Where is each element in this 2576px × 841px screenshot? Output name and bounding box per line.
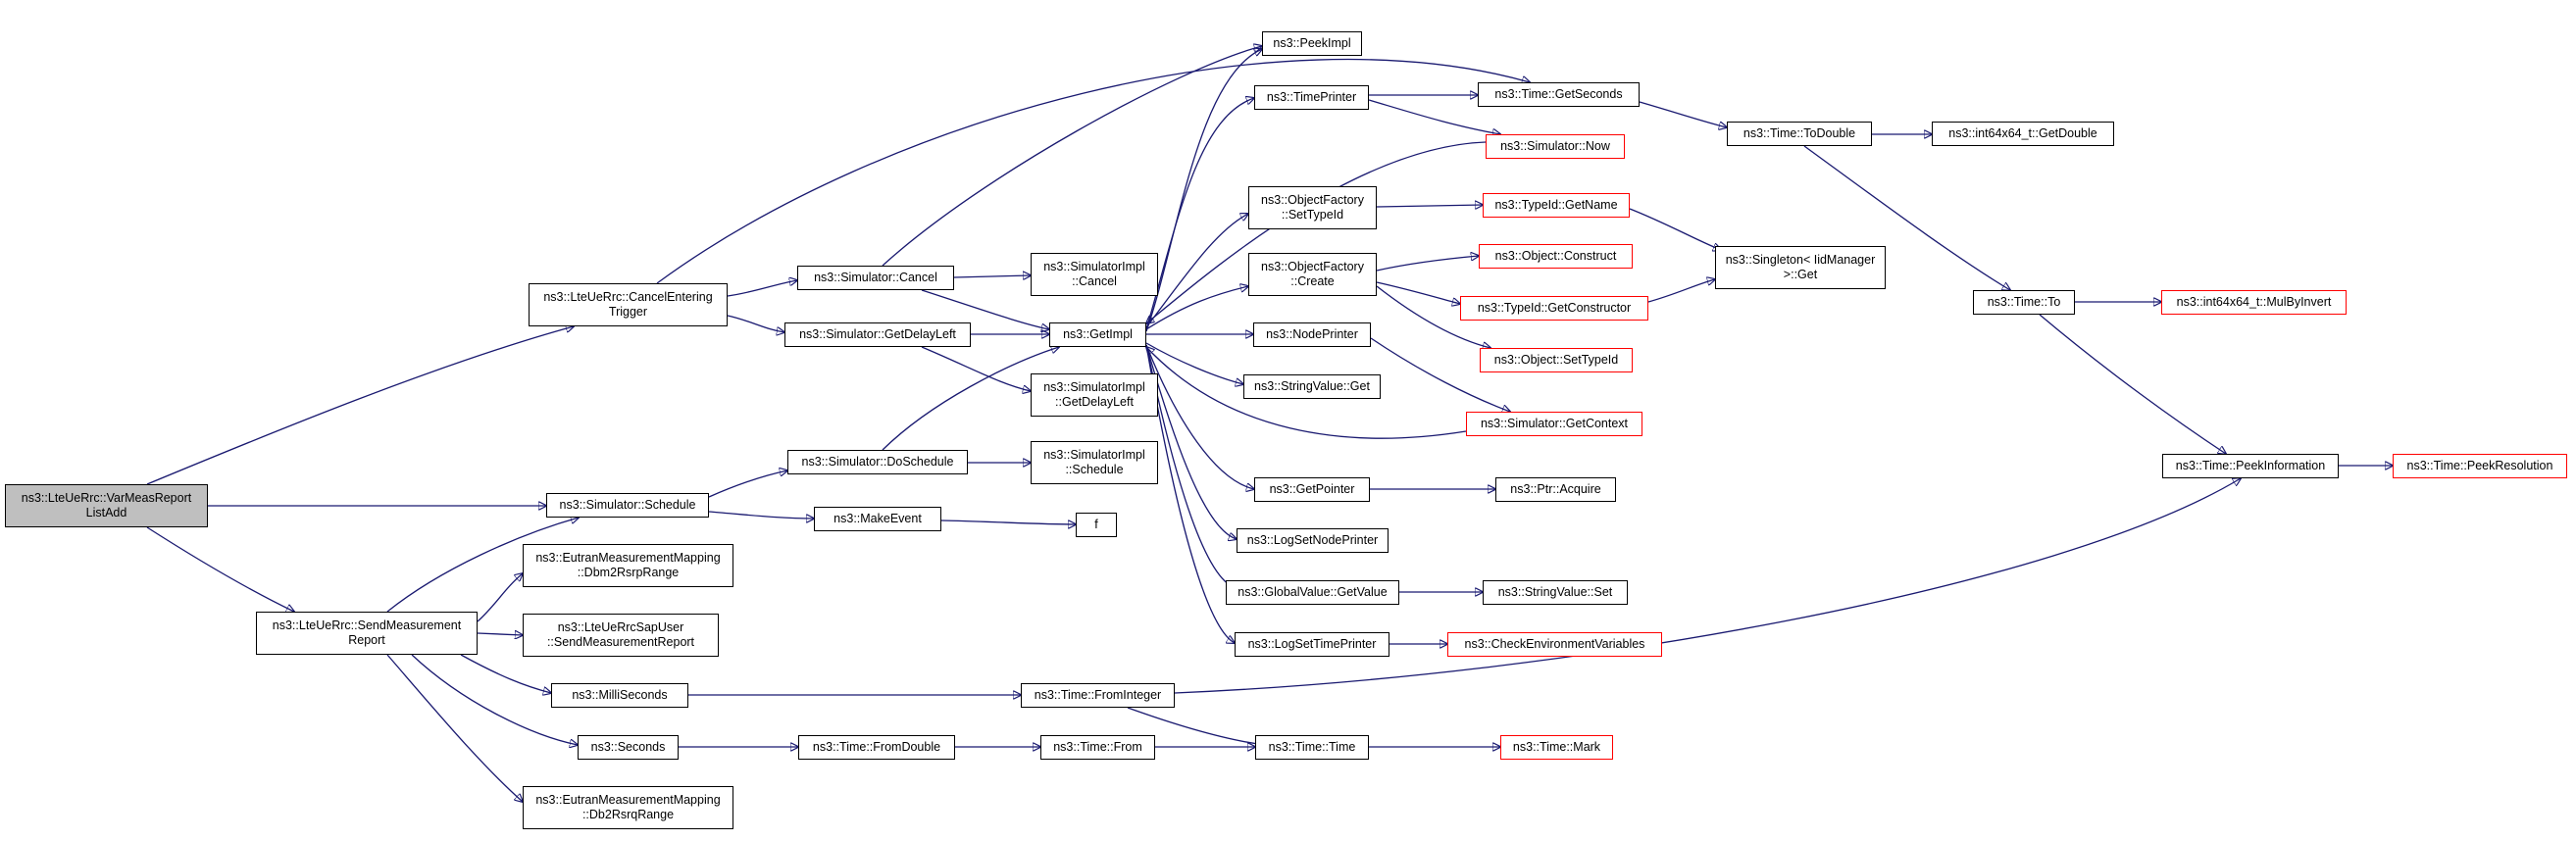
edge-getimpl-peekimpl — [1145, 49, 1262, 332]
node-int64x64-mulbyinvert[interactable]: ns3::int64x64_t::MulByInvert — [2161, 290, 2347, 315]
edge-send-sapsend — [477, 633, 523, 635]
node-stringvalue-get[interactable]: ns3::StringValue::Get — [1243, 374, 1381, 399]
edge-getname-singleton — [1629, 208, 1721, 250]
edge-makeevent-f — [940, 519, 1076, 524]
node-time-peekresolution[interactable]: ns3::Time::PeekResolution — [2393, 454, 2567, 478]
node-root-varmeasreportlistadd: ns3::LteUeRrc::VarMeasReport ListAdd — [5, 484, 208, 527]
node-logsettimeprinter[interactable]: ns3::LogSetTimePrinter — [1235, 632, 1389, 657]
node-simulatorimpl-getdelayleft[interactable]: ns3::SimulatorImpl ::GetDelayLeft — [1031, 373, 1158, 417]
node-time-todouble[interactable]: ns3::Time::ToDouble — [1727, 122, 1872, 146]
edge-cancel-getseconds — [656, 58, 1530, 284]
edge-cancel-simcancel — [727, 280, 797, 297]
edge-send-db2rsrq — [386, 654, 523, 802]
node-simulatorimpl-schedule[interactable]: ns3::SimulatorImpl ::Schedule — [1031, 441, 1158, 484]
edge-ofsettypeid-getname — [1376, 205, 1483, 207]
node-object-construct[interactable]: ns3::Object::Construct — [1479, 244, 1633, 269]
node-time-frominteger[interactable]: ns3::Time::FromInteger — [1021, 683, 1175, 708]
edge-timeto-peekinfo — [2039, 314, 2226, 454]
edge-ofcreate-objsettypeid — [1376, 285, 1490, 348]
node-ptr-acquire[interactable]: ns3::Ptr::Acquire — [1495, 477, 1616, 502]
edge-send-milli — [460, 654, 551, 693]
node-time-from[interactable]: ns3::Time::From — [1040, 735, 1155, 760]
edge-getimpl-ofsettypeid — [1145, 214, 1248, 328]
edge-schedule-makeevent — [708, 511, 814, 519]
node-objectfactory-settypeid[interactable]: ns3::ObjectFactory ::SetTypeId — [1248, 186, 1377, 229]
edge-simcancel-getimpl — [921, 289, 1049, 329]
node-peekimpl[interactable]: ns3::PeekImpl — [1262, 31, 1362, 56]
node-nodeprinter[interactable]: ns3::NodePrinter — [1253, 322, 1371, 347]
node-time-to[interactable]: ns3::Time::To — [1973, 290, 2075, 315]
edge-simcancel-implcancel — [953, 275, 1031, 277]
edge-todouble-timeto — [1803, 145, 2010, 290]
node-object-settypeid[interactable]: ns3::Object::SetTypeId — [1480, 348, 1633, 372]
node-checkenvironmentvariables[interactable]: ns3::CheckEnvironmentVariables — [1447, 632, 1662, 657]
node-simulator-getcontext[interactable]: ns3::Simulator::GetContext — [1466, 412, 1642, 436]
edge-ofcreate-getconstructor — [1376, 281, 1460, 304]
node-globalvalue-getvalue[interactable]: ns3::GlobalValue::GetValue — [1226, 580, 1399, 605]
edge-ofcreate-construct — [1376, 256, 1479, 272]
edge-send-seconds — [411, 654, 578, 745]
node-time-time[interactable]: ns3::Time::Time — [1255, 735, 1369, 760]
node-milliseconds[interactable]: ns3::MilliSeconds — [551, 683, 688, 708]
node-simulator-cancel[interactable]: ns3::Simulator::Cancel — [797, 266, 954, 290]
node-time-peekinformation[interactable]: ns3::Time::PeekInformation — [2162, 454, 2339, 478]
edge-timeprinter-now — [1368, 99, 1500, 134]
edge-root — [146, 526, 294, 612]
node-time-mark[interactable]: ns3::Time::Mark — [1500, 735, 1613, 760]
node-singleton-get[interactable]: ns3::Singleton< IidManager >::Get — [1715, 246, 1886, 289]
node-typeid-getname[interactable]: ns3::TypeId::GetName — [1483, 193, 1630, 218]
node-int64x64-getdouble[interactable]: ns3::int64x64_t::GetDouble — [1932, 122, 2114, 146]
edge-getimpl-getpointer — [1145, 344, 1254, 489]
node-simulator-getdelayleft[interactable]: ns3::Simulator::GetDelayLeft — [784, 322, 971, 347]
node-stringvalue-set[interactable]: ns3::StringValue::Set — [1483, 580, 1628, 605]
node-simulator-now[interactable]: ns3::Simulator::Now — [1486, 134, 1625, 159]
node-simulator-doschedule[interactable]: ns3::Simulator::DoSchedule — [787, 450, 968, 474]
edge-getconstructor-singleton — [1647, 279, 1715, 303]
edge-doschedule-getimpl — [882, 347, 1059, 451]
node-typeid-getconstructor[interactable]: ns3::TypeId::GetConstructor — [1460, 296, 1648, 321]
node-sendmeasurementreport[interactable]: ns3::LteUeRrc::SendMeasurement Report — [256, 612, 478, 655]
edge-cancel-getdelay — [727, 315, 784, 332]
edge-getimpl-logsettime — [1145, 344, 1235, 643]
node-getimpl[interactable]: ns3::GetImpl — [1049, 322, 1146, 347]
node-timeprinter[interactable]: ns3::TimePrinter — [1254, 85, 1369, 110]
edge-getdelay-implgetdelay — [921, 346, 1031, 391]
edge-nodeprinter-getcontext — [1370, 337, 1510, 412]
node-time-fromdouble[interactable]: ns3::Time::FromDouble — [798, 735, 955, 760]
edge-simcancel-peekimpl — [882, 46, 1262, 267]
node-logsetnodeprinter[interactable]: ns3::LogSetNodePrinter — [1237, 528, 1389, 553]
node-objectfactory-create[interactable]: ns3::ObjectFactory ::Create — [1248, 253, 1377, 296]
node-db2rsrqrange[interactable]: ns3::EutranMeasurementMapping ::Db2RsrqR… — [523, 786, 733, 829]
node-simulator-schedule[interactable]: ns3::Simulator::Schedule — [546, 493, 709, 518]
node-seconds[interactable]: ns3::Seconds — [578, 735, 679, 760]
node-cancelenteringtrigger[interactable]: ns3::LteUeRrc::CancelEntering Trigger — [529, 283, 728, 326]
edge-getimpl-ofcreate — [1145, 286, 1248, 330]
node-makeevent[interactable]: ns3::MakeEvent — [814, 507, 941, 531]
node-dbm2rsrprange[interactable]: ns3::EutranMeasurementMapping ::Dbm2Rsrp… — [523, 544, 733, 587]
edge-getimpl-stringget — [1145, 342, 1243, 384]
edge-getimpl-timeprinter — [1145, 98, 1254, 330]
edge-send-dbm2rsrp — [477, 573, 523, 622]
edge-schedule-doschedule — [708, 470, 787, 498]
node-sap-sendmeasurementreport[interactable]: ns3::LteUeRrcSapUser ::SendMeasurementRe… — [523, 614, 719, 657]
node-getpointer[interactable]: ns3::GetPointer — [1254, 477, 1370, 502]
edge-getseconds-todouble — [1639, 101, 1727, 127]
node-f[interactable]: f — [1076, 513, 1117, 537]
node-simulatorimpl-cancel[interactable]: ns3::SimulatorImpl ::Cancel — [1031, 253, 1158, 296]
node-time-getseconds[interactable]: ns3::Time::GetSeconds — [1478, 82, 1640, 107]
edge-getimpl-logsetnode — [1145, 344, 1237, 539]
edge-send-schedule — [386, 518, 579, 613]
edge-root — [146, 326, 574, 485]
edge-getcontext-getimpl — [1146, 347, 1467, 439]
edge-frominteger-peekinfo — [1174, 478, 2241, 694]
